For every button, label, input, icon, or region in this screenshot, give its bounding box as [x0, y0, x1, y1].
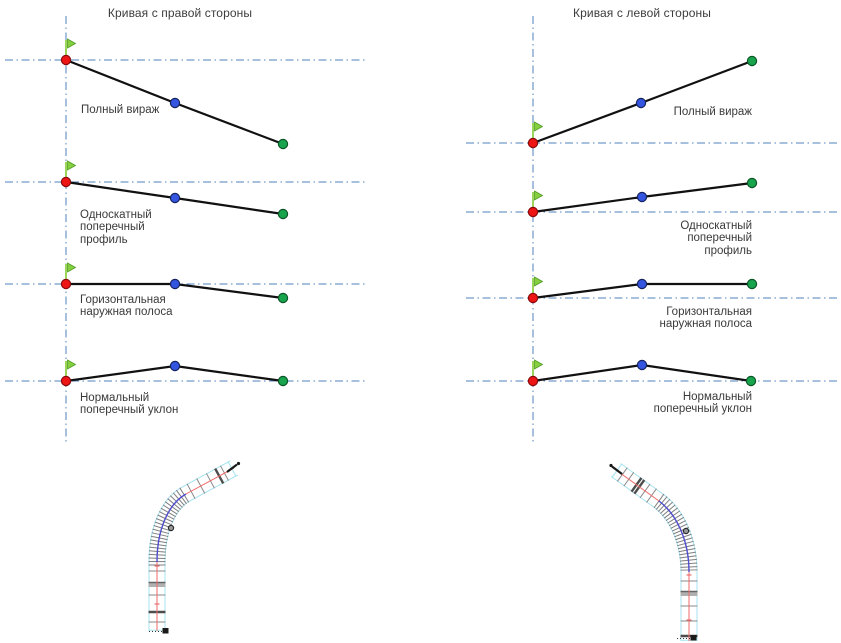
blue-grip-dot [636, 278, 648, 290]
panel-title-left-curve: Кривая с левой стороны [573, 6, 711, 20]
blue-grip-dot [169, 192, 181, 204]
flag-icon [67, 38, 77, 49]
row-label-full-superelevation: Полный вираж [81, 104, 159, 116]
label-line: Полный вираж [673, 106, 752, 118]
label-line: поперечный уклон [653, 403, 752, 416]
label-line: Нормальный [682, 391, 752, 403]
profile-row [466, 177, 838, 218]
label-line: профиль [704, 244, 752, 257]
red-grip-dot [527, 137, 539, 149]
green-grip-dot [746, 278, 758, 290]
curve-midpoint-marker [167, 524, 175, 532]
profile-row [5, 262, 368, 304]
green-grip-dot [277, 375, 289, 387]
flag-icon [534, 121, 544, 132]
panel-title-right-curve: Кривая с правой стороны [107, 6, 253, 20]
road-surface [611, 463, 697, 641]
green-grip-dot [277, 208, 289, 220]
row-label-horizontal-outer-lane: Горизонтальная наружная полоса [80, 294, 173, 319]
blue-grip-dot [169, 360, 181, 372]
row-label-full-superelevation: Полный вираж [674, 106, 752, 118]
label-line: Нормальный [80, 392, 150, 404]
green-grip-dot [277, 292, 289, 304]
label-line: Горизонтальная [80, 294, 166, 306]
start-station-marker [690, 635, 697, 641]
panel-left-curve [466, 16, 838, 442]
end-station-dot [236, 461, 241, 466]
end-station-dot [609, 463, 613, 468]
red-grip-dot [527, 292, 539, 304]
curve-region-line [156, 493, 187, 563]
blue-grip-dot [636, 191, 648, 203]
label-line: поперечный [687, 232, 752, 245]
profile-row [5, 359, 368, 387]
flag-icon [534, 276, 544, 287]
curve-region-line [658, 500, 690, 573]
green-grip-dot [277, 138, 289, 150]
profile-row [466, 276, 838, 304]
blue-grip-dot [169, 97, 181, 109]
label-line: Горизонтальная [666, 306, 752, 318]
red-grip-dot [60, 54, 72, 66]
label-line: наружная полоса [80, 306, 173, 319]
row-label-normal-cross-slope: Нормальный поперечный уклон [654, 391, 752, 416]
road-plan-left-curve-plan [609, 463, 698, 641]
profile-row [466, 55, 838, 149]
profile-row [5, 38, 368, 150]
start-station-marker [162, 628, 169, 634]
label-line: поперечный [80, 221, 145, 234]
blue-grip-dot [169, 278, 181, 290]
flag-icon [67, 359, 77, 370]
red-grip-dot [60, 278, 72, 290]
row-label-normal-cross-slope: Нормальный поперечный уклон [80, 392, 178, 417]
flag-icon [534, 190, 544, 201]
profile-row [5, 160, 368, 220]
row-label-horizontal-outer-lane: Горизонтальная наружная полоса [659, 306, 752, 331]
green-grip-dot [746, 177, 758, 189]
curve-midpoint-marker [682, 527, 690, 535]
red-grip-dot [60, 375, 72, 387]
panel-right-curve [5, 16, 368, 442]
road-plan-right-curve-plan [148, 460, 241, 634]
label-line: Односкатный [680, 220, 752, 232]
end-station-marker [611, 465, 623, 475]
label-line: Полный вираж [81, 104, 160, 116]
label-line: поперечный уклон [80, 404, 179, 417]
red-grip-dot [60, 176, 72, 188]
label-line: профиль [80, 233, 128, 246]
red-grip-dot [527, 375, 539, 387]
blue-grip-dot [636, 359, 648, 371]
green-grip-dot [745, 375, 757, 387]
blue-grip-dot [635, 97, 647, 109]
road-surface [149, 461, 238, 631]
profile-row [466, 359, 838, 387]
green-grip-dot [746, 55, 758, 67]
row-label-single-slope-profile: Односкатный поперечный профиль [80, 209, 152, 246]
red-grip-dot [527, 206, 539, 218]
flag-icon [67, 262, 77, 273]
label-line: наружная полоса [659, 318, 752, 331]
row-label-single-slope-profile: Односкатный поперечный профиль [680, 220, 752, 257]
flag-icon [534, 359, 544, 370]
flag-icon [67, 160, 77, 171]
label-line: Односкатный [80, 209, 152, 221]
end-station-marker [226, 463, 238, 473]
